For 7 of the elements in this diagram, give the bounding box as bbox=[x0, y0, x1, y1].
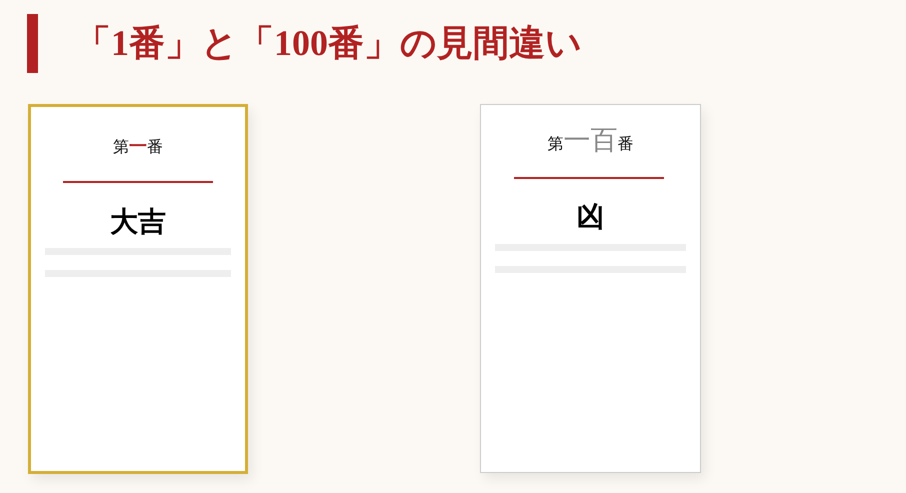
title-heading: 「1番」と「100番」の見間違い bbox=[75, 22, 582, 65]
fortune-result: 凶 bbox=[576, 199, 604, 235]
slip-number: 第一番 bbox=[113, 135, 163, 159]
slip-number: 第一百番 bbox=[548, 126, 634, 158]
fortune-slip-card bbox=[480, 104, 701, 473]
fortune-slip-card bbox=[28, 104, 248, 474]
fortune-result: 大吉 bbox=[110, 204, 166, 240]
